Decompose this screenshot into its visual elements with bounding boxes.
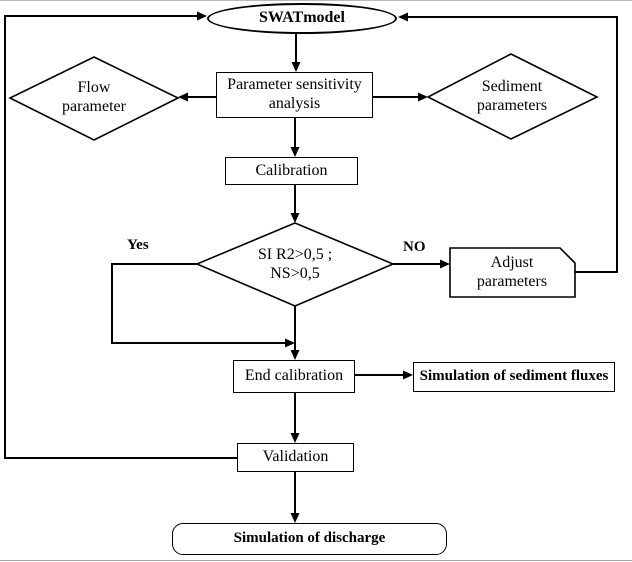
node-decision: SI R2>0,5 ; NS>0,5 <box>235 245 355 284</box>
sediment-fluxes-label: Simulation of sediment fluxes <box>419 368 609 385</box>
node-swat-model: SWATmodel <box>207 3 397 34</box>
sediment-parameters-label: Sediment parameters <box>476 78 548 114</box>
connector-validation-loop-to-swat <box>4 11 237 459</box>
adjust-parameters-label: Adjust parameters <box>476 253 548 290</box>
node-flow-parameter: Flow parameter <box>34 78 154 118</box>
edge-label-no: NO <box>403 239 426 255</box>
flow-parameter-label: Flow parameter <box>62 79 126 115</box>
validation-label: Validation <box>262 448 329 466</box>
flow-parameter-diamond <box>8 56 180 141</box>
node-calibration: Calibration <box>225 157 358 185</box>
figure-top-edge <box>0 0 632 1</box>
decision-label: SI R2>0,5 ; NS>0,5 <box>257 245 333 282</box>
node-discharge: Simulation of discharge <box>172 523 447 555</box>
swat-model-label: SWATmodel <box>259 9 345 27</box>
decision-diamond <box>194 222 396 307</box>
node-end-calibration: End calibration <box>233 360 355 393</box>
node-sediment-parameters: Sediment parameters <box>452 77 572 117</box>
node-adjust-parameters: Adjust parameters <box>452 253 572 292</box>
node-validation: Validation <box>237 443 354 472</box>
node-parameter-sensitivity: Parameter sensitivity analysis <box>216 72 373 118</box>
connector-adjust-loop-to-swat <box>398 12 618 273</box>
end-calibration-label: End calibration <box>244 367 344 385</box>
sediment-parameters-diamond <box>426 53 599 140</box>
adjust-parameters-box <box>449 247 576 298</box>
figure-bottom-edge <box>0 560 632 561</box>
edge-label-yes: Yes <box>127 237 149 253</box>
calibration-label: Calibration <box>255 161 328 179</box>
parameter-sensitivity-label: Parameter sensitivity analysis <box>227 76 362 112</box>
node-sediment-fluxes: Simulation of sediment fluxes <box>413 362 615 392</box>
connector-decision-yes-loop <box>111 263 295 348</box>
discharge-label: Simulation of discharge <box>233 530 386 547</box>
